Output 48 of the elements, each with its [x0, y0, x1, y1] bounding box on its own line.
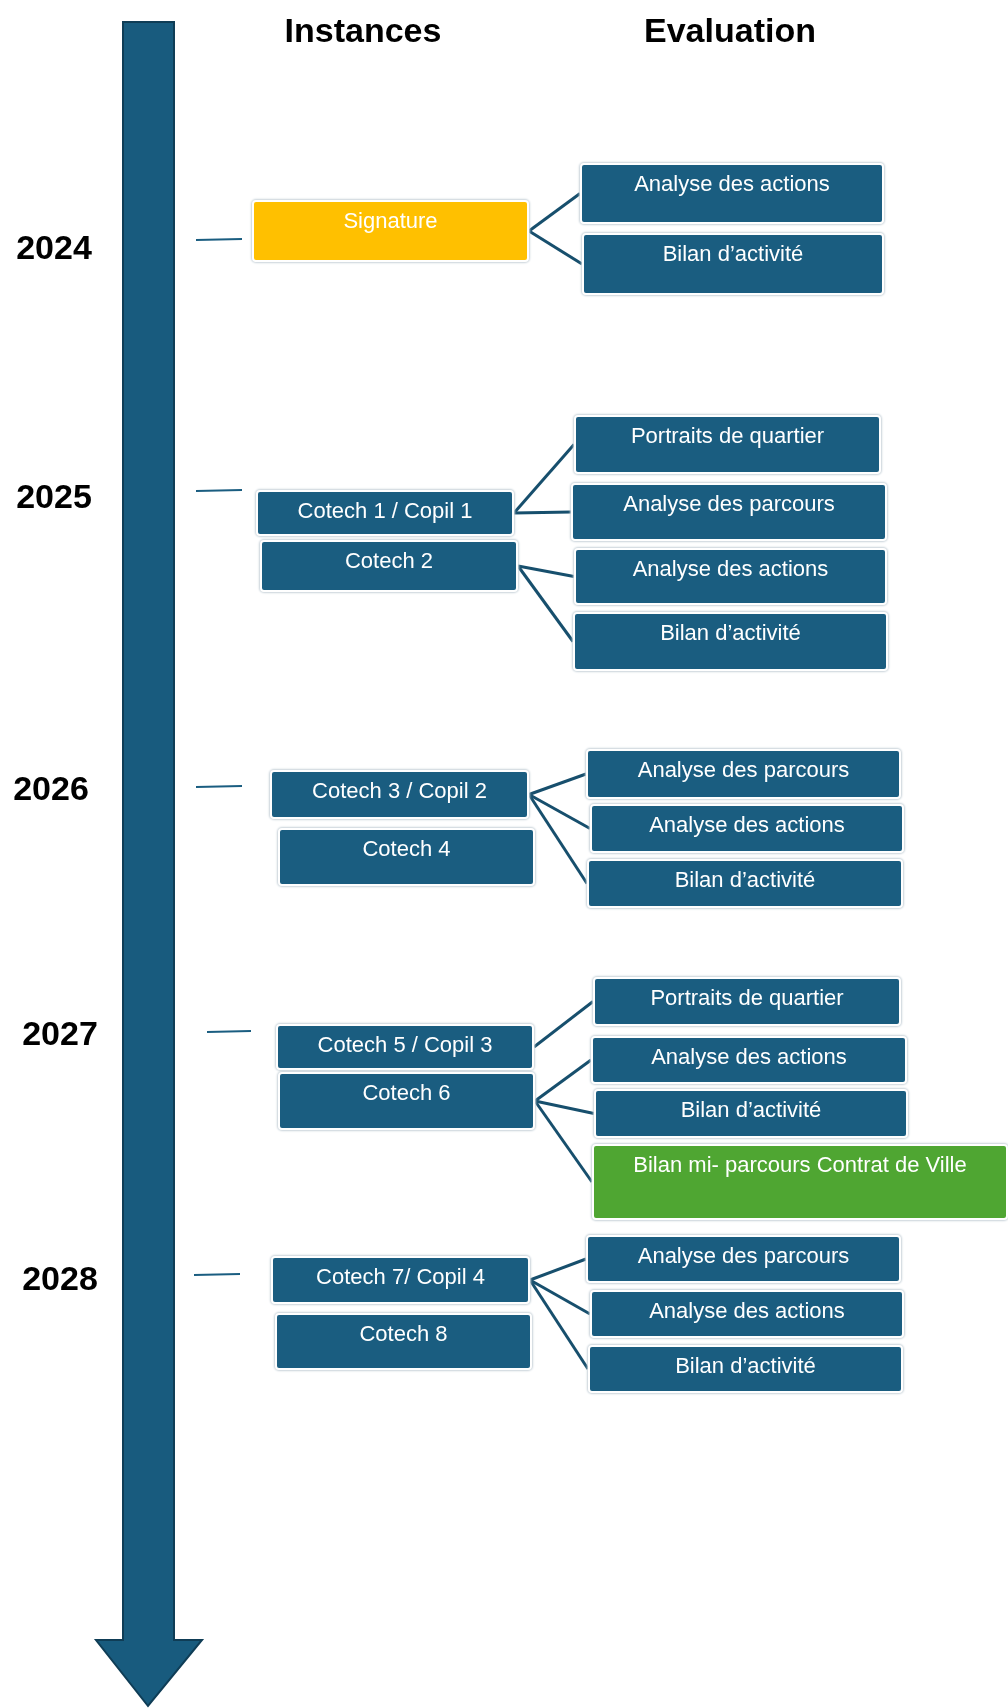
- connector-line: [527, 793, 589, 885]
- timeline-box: Cotech 6: [278, 1072, 535, 1130]
- timeline-box: Analyse des parcours: [586, 1235, 901, 1283]
- timeline-box: Cotech 8: [275, 1313, 532, 1370]
- connector-line: [513, 510, 572, 515]
- timeline-box: Bilan d’activité: [588, 1345, 903, 1393]
- timeline-box: Cotech 3 / Copil 2: [270, 770, 529, 819]
- year-label: 2025: [16, 476, 92, 516]
- connector-line: [534, 1058, 592, 1103]
- connector-line: [528, 772, 587, 796]
- year-label: 2026: [13, 768, 89, 808]
- connector-line: [528, 1279, 590, 1370]
- timeline-box: Portraits de quartier: [593, 977, 901, 1026]
- timeline-box: Bilan d’activité: [582, 233, 884, 295]
- connector-line: [516, 565, 575, 643]
- connector-line: [529, 1278, 591, 1316]
- column-heading: Instances: [284, 10, 442, 50]
- timeline-box: Signature: [252, 200, 529, 262]
- year-label: 2028: [22, 1258, 98, 1298]
- timeline-box: Cotech 4: [278, 828, 535, 886]
- connector-line: [528, 192, 581, 233]
- connector-line: [529, 1257, 587, 1282]
- timeline-box: Cotech 1 / Copil 1: [256, 490, 514, 536]
- connector-line: [528, 793, 591, 830]
- timeline-box: Portraits de quartier: [574, 415, 881, 474]
- connector-line: [528, 229, 583, 266]
- connector-line: [533, 1100, 594, 1183]
- timeline-box: Bilan mi- parcours Contrat de Ville: [592, 1144, 1008, 1220]
- timeline-box: Analyse des actions: [590, 804, 904, 853]
- connector-line: [534, 1099, 595, 1115]
- timeline-box: Analyse des parcours: [586, 749, 901, 799]
- connector-line: [512, 443, 576, 514]
- year-label: 2024: [16, 227, 92, 267]
- timeline-box: Bilan d’activité: [587, 859, 903, 908]
- timeline-box: Cotech 2: [260, 540, 518, 592]
- timeline-box: Analyse des actions: [590, 1290, 904, 1338]
- timeline-box: Bilan d’activité: [594, 1089, 908, 1138]
- timeline-box: Analyse des parcours: [571, 483, 887, 541]
- year-label: 2027: [22, 1013, 98, 1053]
- connector-line: [517, 564, 575, 578]
- connector-line: [533, 1000, 594, 1049]
- timeline-box: Bilan d’activité: [573, 612, 888, 671]
- timeline-box: Analyse des actions: [580, 163, 884, 224]
- timeline-box: Analyse des actions: [574, 548, 887, 605]
- timeline-box: Cotech 7/ Copil 4: [271, 1256, 530, 1304]
- column-heading: Evaluation: [644, 10, 816, 50]
- timeline-box: Cotech 5 / Copil 3: [276, 1024, 534, 1070]
- timeline-box: Analyse des actions: [591, 1036, 907, 1084]
